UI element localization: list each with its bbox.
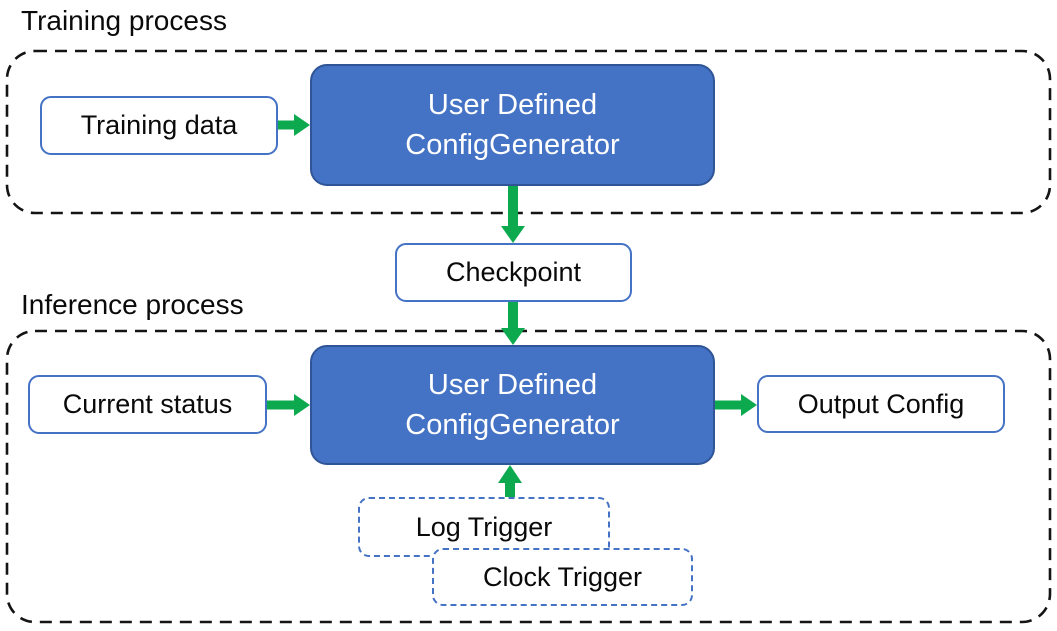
arrow-generator-to-checkpoint	[501, 186, 525, 243]
inference-process-container	[5, 329, 1052, 624]
inference-generator-line1: User Defined	[427, 369, 598, 401]
arrow-triggers-to-generator	[498, 465, 522, 497]
training-generator-line1: User Defined	[427, 89, 598, 121]
arrow-training-data-to-generator	[278, 114, 310, 136]
training-process-label: Training process	[21, 5, 227, 36]
checkpoint-box: Checkpoint	[395, 243, 632, 302]
training-process-container	[5, 49, 1052, 215]
inference-config-generator-box: User Defined ConfigGenerator	[310, 345, 715, 465]
clock-trigger-box: Clock Trigger	[432, 548, 693, 606]
arrow-generator-to-output-config	[715, 394, 757, 416]
arrow-current-status-to-generator	[267, 394, 310, 416]
training-data-box: Training data	[40, 96, 278, 155]
log-trigger-box: Log Trigger	[358, 497, 610, 557]
output-config-box: Output Config	[757, 375, 1005, 433]
inference-process-label: Inference process	[21, 289, 244, 320]
training-generator-line2: ConfigGenerator	[405, 129, 620, 161]
inference-generator-line2: ConfigGenerator	[405, 409, 620, 441]
training-config-generator-box: User Defined ConfigGenerator	[310, 64, 715, 186]
current-status-box: Current status	[28, 375, 267, 434]
arrow-checkpoint-to-generator	[501, 302, 525, 345]
